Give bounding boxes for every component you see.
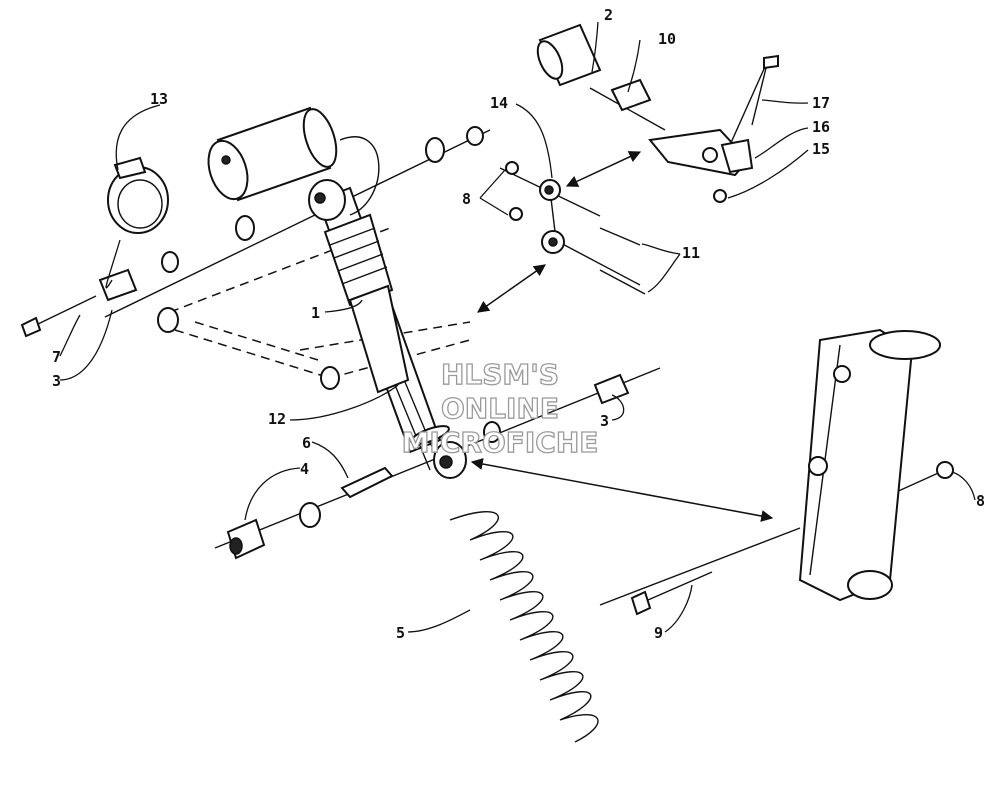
lower-mount-hardware xyxy=(226,373,630,560)
watermark-line-3: MICROFICHE xyxy=(402,426,599,459)
callout-3-left: 3 xyxy=(52,372,61,390)
linkage-rod xyxy=(505,161,565,254)
adjuster-knob-and-sleeve xyxy=(536,23,652,112)
callout-8-linkage: 8 xyxy=(462,190,471,208)
adjuster-arm xyxy=(648,128,754,203)
spring-retainer-clip xyxy=(340,466,394,499)
linkage-bolts xyxy=(599,227,646,295)
callout-15: 15 xyxy=(812,140,830,158)
coil-spring xyxy=(449,511,599,743)
reservoir-clamp xyxy=(107,156,169,234)
callout-6: 6 xyxy=(302,434,311,452)
callout-1: 1 xyxy=(311,304,320,322)
watermark-line-1: HLSM'S xyxy=(441,358,559,391)
watermark-line-2: ONLINE xyxy=(441,392,559,425)
callout-2: 2 xyxy=(604,6,613,24)
callout-9: 9 xyxy=(654,624,663,642)
connection-arrows xyxy=(470,151,774,522)
callout-13: 13 xyxy=(150,90,168,108)
callout-labels: 1 2 3 3 4 5 6 7 8 8 9 10 11 12 13 14 15 … xyxy=(52,6,985,642)
callout-7: 7 xyxy=(52,348,61,366)
callout-12: 12 xyxy=(268,410,286,428)
reservoir-and-hose xyxy=(207,106,380,216)
callout-10: 10 xyxy=(658,30,676,48)
watermark: HLSM'S ONLINE MICROFICHE xyxy=(401,357,599,459)
callout-16: 16 xyxy=(812,118,830,136)
callout-8-spindle: 8 xyxy=(976,492,985,510)
callout-4: 4 xyxy=(300,460,309,478)
callout-leaders xyxy=(59,21,976,633)
callout-17: 17 xyxy=(812,94,830,112)
arm-bolt xyxy=(751,54,779,126)
callout-11: 11 xyxy=(682,244,700,262)
shock-absorber xyxy=(308,179,450,471)
spindle xyxy=(630,328,954,616)
callout-3-right: 3 xyxy=(600,412,609,430)
callout-14: 14 xyxy=(490,94,508,112)
callout-5: 5 xyxy=(396,624,405,642)
